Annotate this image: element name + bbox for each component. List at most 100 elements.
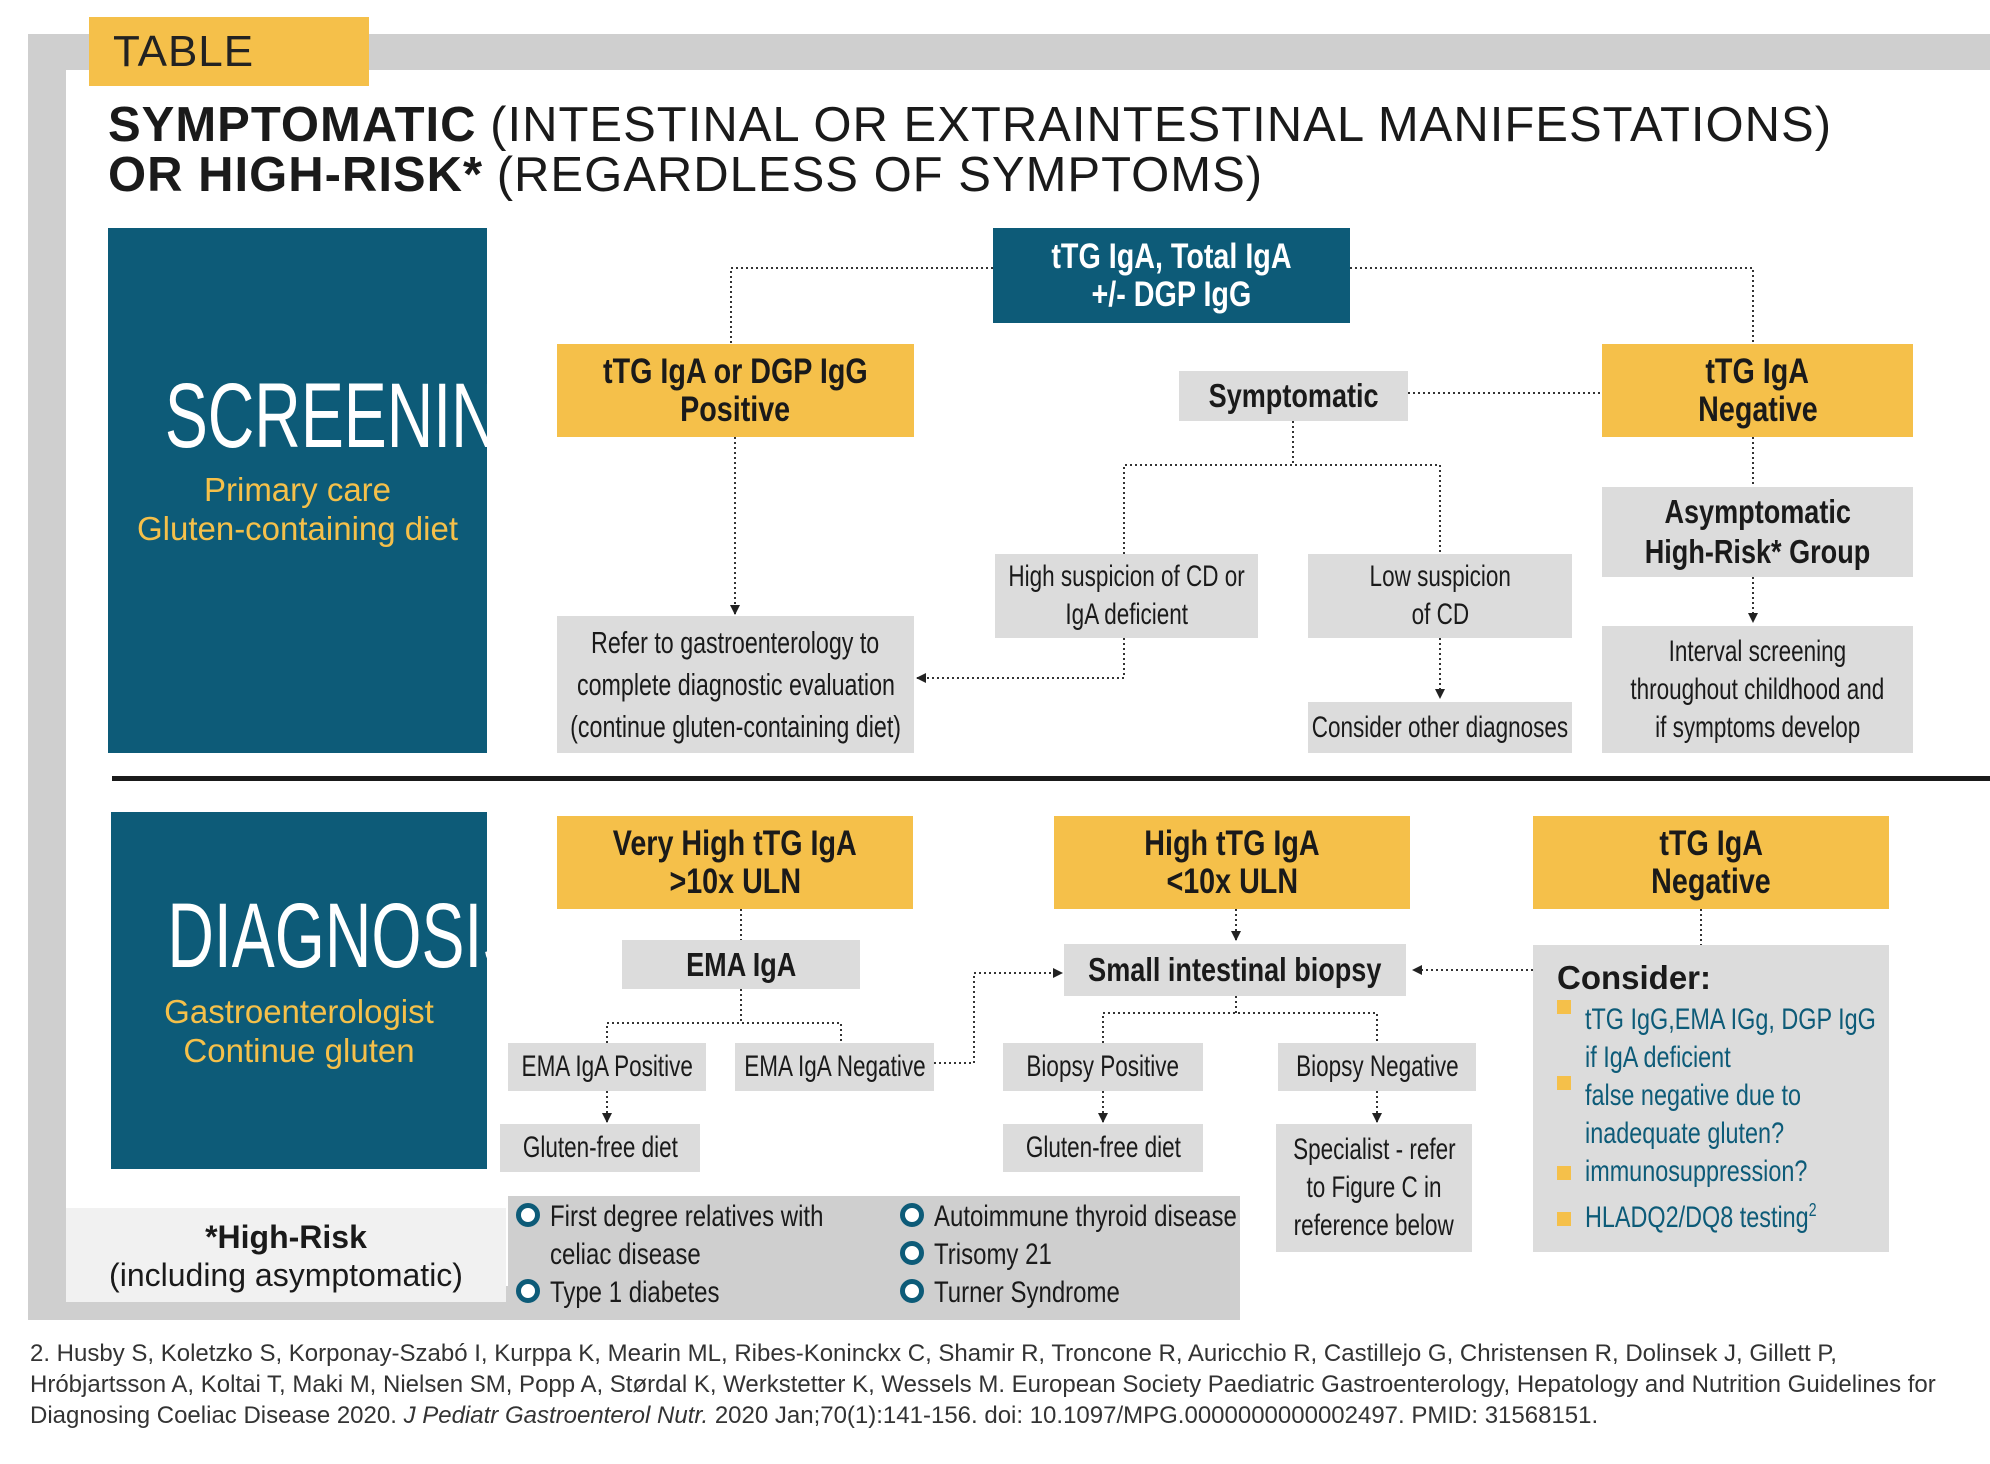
- refer-gastro-box: Refer to gastroenterology to complete di…: [557, 616, 914, 753]
- legend-item-type1-diabetes: Type 1 diabetes: [550, 1276, 720, 1309]
- connector-high-suspicion-to-refer: [916, 638, 1125, 683]
- bullet-circle-icon: [516, 1203, 540, 1228]
- ema-negative-box: EMA IgA Negative: [735, 1043, 934, 1091]
- bullet-square-icon: [1557, 1000, 1571, 1015]
- table-tab-label: TABLE: [89, 17, 369, 86]
- legend-item: Turner Syndrome: [900, 1274, 1166, 1312]
- positive-line-1: tTG IgA or DGP IgG: [603, 351, 868, 391]
- low-suspicion-line-1: Low suspicion: [1369, 560, 1511, 593]
- bullet-circle-icon: [900, 1203, 924, 1228]
- asymptomatic-line-2: High-Risk* Group: [1644, 533, 1871, 570]
- specialist-line-3: reference below: [1293, 1209, 1455, 1242]
- title-line-2: OR HIGH-RISK* (REGARDLESS OF SYMPTOMS): [108, 148, 1263, 203]
- bullet-circle-icon: [516, 1279, 540, 1304]
- legend-item-trisomy: Trisomy 21: [934, 1238, 1052, 1271]
- bullet-circle-icon: [900, 1279, 924, 1304]
- legend-item: Trisomy 21: [900, 1236, 1081, 1274]
- interval-line-1: Interval screening: [1668, 634, 1847, 668]
- diagnosis-diet: Continue gluten: [183, 1032, 415, 1069]
- start-test-line-1: tTG IgA, Total IgA: [1051, 236, 1292, 276]
- biopsy-label: Small intestinal biopsy: [1088, 951, 1382, 988]
- legend-item-celiac: celiac disease: [550, 1238, 701, 1271]
- diagnosis-setting: Gastroenterologist: [164, 993, 434, 1030]
- low-suspicion-box: Low suspicion of CD: [1308, 554, 1572, 638]
- diagnosis-negative-box: tTG IgA Negative: [1533, 816, 1889, 909]
- very-high-line-2: >10x ULN: [669, 861, 801, 901]
- ema-negative-label: EMA IgA Negative: [743, 1050, 926, 1083]
- connector-start-to-positive: [730, 267, 993, 344]
- legend-subtitle: (including asymptomatic): [109, 1257, 463, 1293]
- screening-negative-box: tTG IgA Negative: [1602, 344, 1913, 437]
- legend-item-thyroid: Autoimmune thyroid disease: [934, 1200, 1237, 1233]
- asymptomatic-line-1: Asymptomatic: [1664, 493, 1851, 530]
- bullet-square-icon: [1557, 1166, 1571, 1181]
- legend-title: *High-Risk: [205, 1219, 367, 1255]
- biopsy-positive-label: Biopsy Positive: [1026, 1050, 1180, 1083]
- legend-item: First degree relatives with: [516, 1198, 892, 1236]
- refer-line-2: complete diagnostic evaluation: [576, 666, 895, 702]
- high-ttg-line-2: <10x ULN: [1166, 861, 1298, 901]
- specialist-line-2: to Figure C in: [1306, 1171, 1442, 1204]
- biopsy-negative-label: Biopsy Negative: [1295, 1050, 1459, 1083]
- consider-item-4: HLADQ2/DQ8 testing: [1585, 1201, 1809, 1234]
- bullet-square-icon: [1557, 1212, 1571, 1227]
- consider-item: immunosuppression?: [1557, 1153, 1889, 1191]
- ema-positive-box: EMA IgA Positive: [508, 1043, 706, 1091]
- screening-diet: Gluten-containing diet: [136, 510, 459, 547]
- ema-iga-label: EMA IgA: [685, 945, 797, 983]
- interval-screening-box: Interval screening throughout childhood …: [1602, 626, 1913, 753]
- legend-item: Autoimmune thyroid disease: [900, 1198, 1313, 1236]
- legend-item: Type 1 diabetes: [516, 1274, 762, 1312]
- gluten-free-diet-mid-label: Gluten-free diet: [1025, 1131, 1181, 1164]
- consider-item-2-line-2: inadequate gluten?: [1585, 1117, 1785, 1150]
- consider-item-2-line-1: false negative due to: [1585, 1079, 1801, 1112]
- specialist-line-1: Specialist - refer: [1292, 1133, 1456, 1166]
- title-line-1-bold: SYMPTOMATIC: [108, 98, 477, 152]
- section-divider: [112, 776, 1990, 781]
- diagnosis-panel: DIAGNOSIS Gastroenterologist Continue gl…: [111, 812, 526, 1169]
- high-suspicion-line-2: IgA deficient: [1065, 598, 1188, 631]
- high-suspicion-box: High suspicion of CD or IgA deficient: [995, 554, 1258, 638]
- frame-left-bar: [28, 34, 66, 1320]
- biopsy-negative-box: Biopsy Negative: [1278, 1043, 1476, 1091]
- high-ttg-box: High tTG IgA <10x ULN: [1054, 816, 1410, 909]
- diagnosis-negative-line-2: Negative: [1651, 861, 1771, 901]
- screening-negative-line-1: tTG IgA: [1705, 351, 1810, 391]
- biopsy-positive-box: Biopsy Positive: [1003, 1043, 1203, 1091]
- consider-item-1-line-2: if IgA deficient: [1585, 1041, 1731, 1074]
- consider-item: HLADQ2/DQ8 testing2: [1557, 1191, 1889, 1237]
- connector-start-to-negative: [1350, 267, 1754, 344]
- legend-item-turner: Turner Syndrome: [934, 1276, 1120, 1309]
- consider-other-label: Consider other diagnoses: [1311, 710, 1569, 744]
- bullet-square-icon: [1557, 1076, 1571, 1091]
- gluten-free-diet-mid-box: Gluten-free diet: [1003, 1124, 1203, 1172]
- diagnosis-heading: DIAGNOSIS: [167, 885, 526, 987]
- high-suspicion-line-1: High suspicion of CD or: [1008, 560, 1245, 593]
- consider-item: false negative due to inadequate gluten?: [1557, 1076, 1889, 1153]
- very-high-ttg-box: Very High tTG IgA >10x ULN: [557, 816, 913, 909]
- start-test-line-2: +/- DGP IgG: [1091, 274, 1252, 314]
- gluten-free-diet-left-box: Gluten-free diet: [500, 1124, 700, 1172]
- small-intestinal-biopsy-box: Small intestinal biopsy: [1064, 944, 1406, 996]
- positive-line-2: Positive: [680, 389, 791, 429]
- high-risk-legend-area: [508, 1196, 1240, 1320]
- title-line-1: SYMPTOMATIC (INTESTINAL OR EXTRAINTESTIN…: [108, 98, 1832, 153]
- ema-positive-label: EMA IgA Positive: [521, 1050, 693, 1083]
- high-risk-legend-key: *High-Risk (including asymptomatic): [66, 1208, 506, 1302]
- symptomatic-label: Symptomatic: [1208, 377, 1379, 414]
- consider-title: Consider:: [1557, 959, 1712, 996]
- connector-ema-split: [606, 1022, 842, 1043]
- ema-iga-box: EMA IgA: [622, 940, 860, 989]
- screening-panel: SCREENING Primary care Gluten-containing…: [108, 228, 548, 753]
- gluten-free-diet-left-label: Gluten-free diet: [522, 1131, 678, 1164]
- reference-authors: 2. Husby S, Koletzko S, Korponay-Szabó I…: [30, 1340, 1936, 1429]
- screening-negative-line-2: Negative: [1697, 389, 1818, 429]
- interval-line-2: throughout childhood and: [1630, 672, 1885, 706]
- refer-line-1: Refer to gastroenterology to: [591, 624, 880, 660]
- screening-start-test: tTG IgA, Total IgA +/- DGP IgG: [993, 228, 1350, 323]
- connector-symptomatic-split: [1123, 464, 1441, 554]
- interval-line-3: if symptoms develop: [1654, 710, 1861, 744]
